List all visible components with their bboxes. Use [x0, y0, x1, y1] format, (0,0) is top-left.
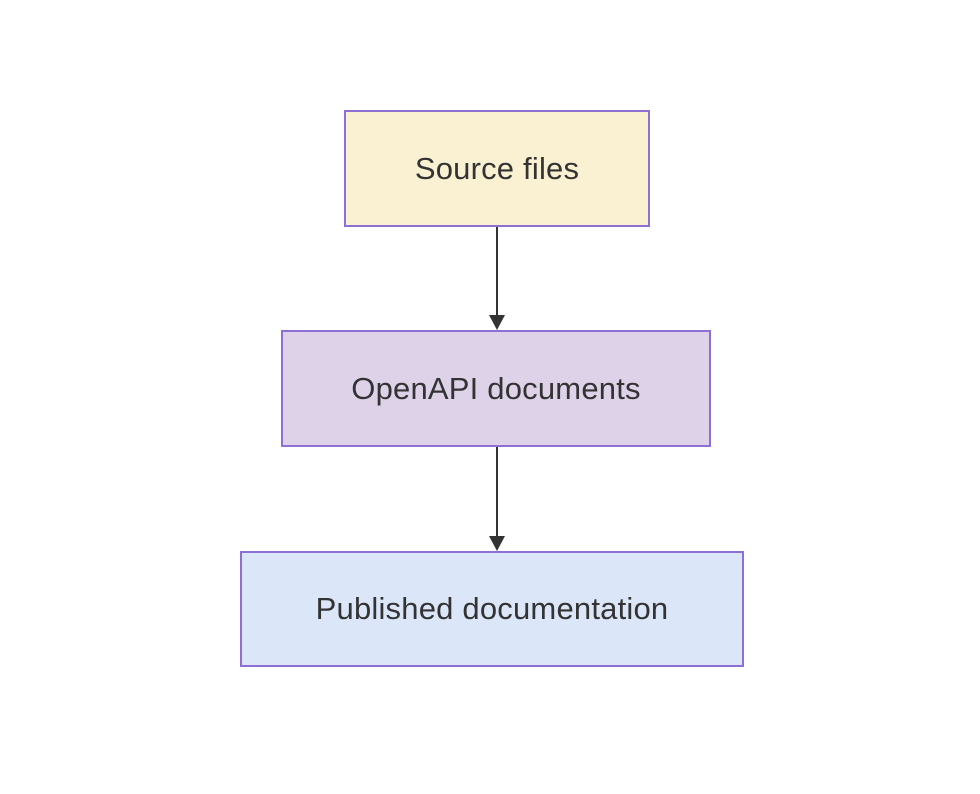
node-openapi-documents-label: OpenAPI documents	[351, 370, 641, 406]
node-published-documentation-label: Published documentation	[315, 591, 669, 626]
edge-line	[496, 447, 498, 537]
arrowhead-down-icon	[489, 536, 505, 551]
node-source-files: Source files	[344, 110, 650, 227]
node-source-files-label: Source files	[414, 150, 580, 186]
edge-line	[496, 227, 498, 316]
arrowhead-down-icon	[489, 315, 505, 330]
node-openapi-documents: OpenAPI documents	[281, 330, 711, 447]
node-published-documentation: Published documentation	[240, 551, 744, 667]
